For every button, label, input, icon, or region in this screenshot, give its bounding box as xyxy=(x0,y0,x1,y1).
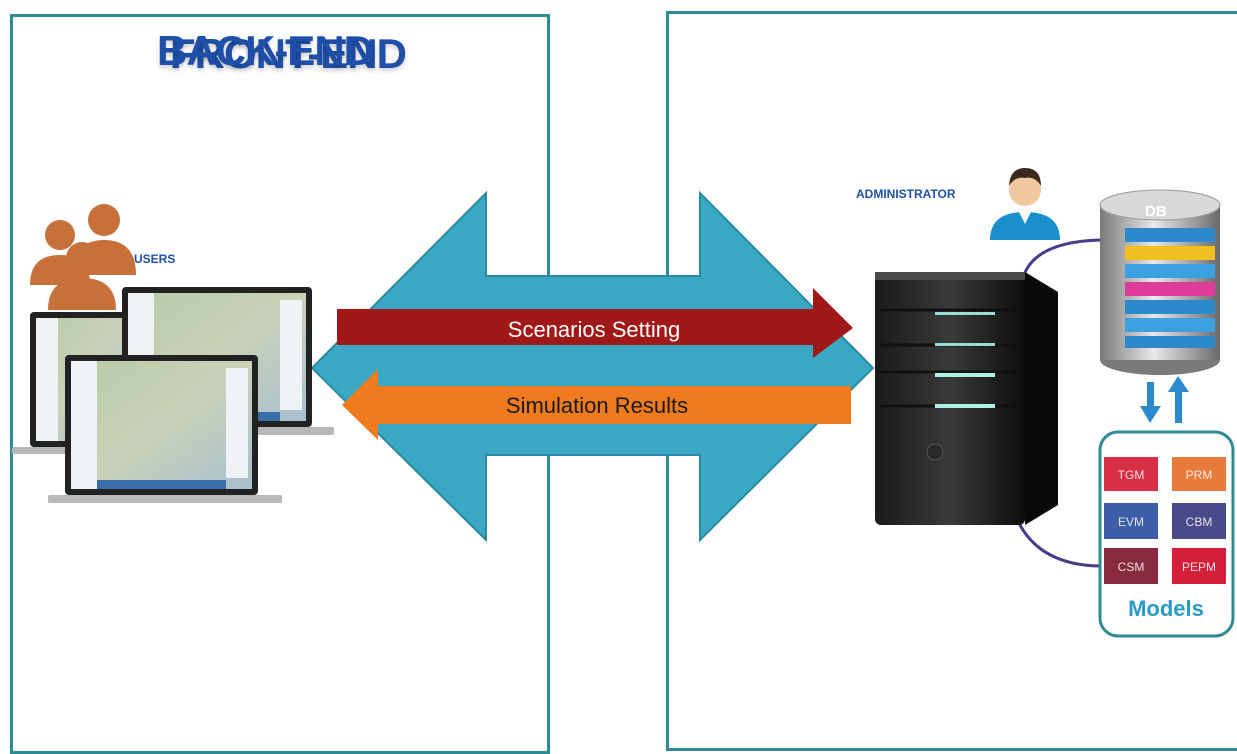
users-label: USERS xyxy=(134,252,175,266)
models-title: Models xyxy=(1128,596,1204,621)
diagram-canvas: USERS ADMINISTRATOR DB Scenarios Setting… xyxy=(12,168,1235,638)
model-csm: CSM xyxy=(1118,560,1145,574)
scenarios-setting-label: Scenarios Setting xyxy=(508,317,680,342)
db-models-arrows xyxy=(1140,376,1189,423)
simulation-results-label: Simulation Results xyxy=(506,393,688,418)
administrator-icon xyxy=(990,168,1060,240)
big-double-arrow xyxy=(310,190,875,543)
db-label: DB xyxy=(1145,203,1167,220)
users-icon xyxy=(30,204,136,310)
server-icon xyxy=(875,272,1058,525)
database-icon xyxy=(1099,189,1221,375)
administrator-label: ADMINISTRATOR xyxy=(856,187,956,201)
model-tgm: TGM xyxy=(1118,468,1145,482)
back-end-title: BACK-END xyxy=(157,27,374,74)
scenarios-setting-arrow xyxy=(337,288,853,358)
model-cbm: CBM xyxy=(1186,515,1213,529)
laptops-icon xyxy=(12,287,334,503)
model-prm: PRM xyxy=(1186,468,1213,482)
simulation-results-arrow xyxy=(342,369,851,440)
model-pepm: PEPM xyxy=(1182,560,1216,574)
front-end-title: FRONT-END xyxy=(170,30,407,77)
models-grid xyxy=(1104,457,1226,584)
server-db-connection xyxy=(1020,238,1101,283)
model-evm: EVM xyxy=(1118,515,1144,529)
